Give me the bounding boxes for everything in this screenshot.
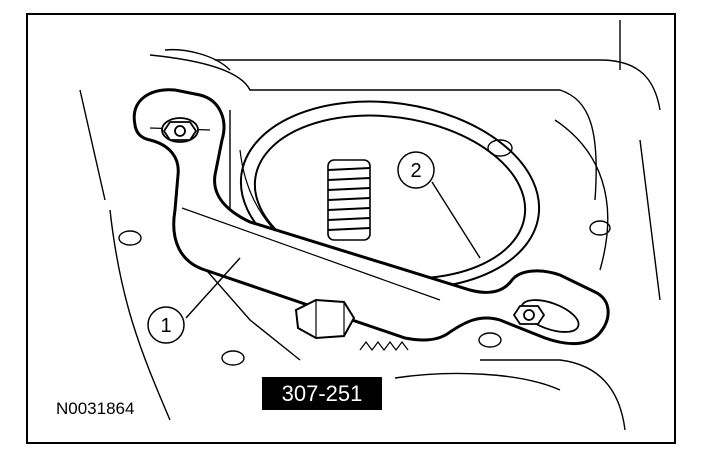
gear-teeth — [359, 341, 409, 351]
callout-1-number: 1 — [160, 315, 171, 337]
special-tool-number-badge: 307-251 — [262, 377, 382, 410]
figure-frame — [26, 13, 676, 444]
housing-holes — [118, 139, 611, 366]
hex-nut — [294, 298, 356, 340]
bracket-part — [132, 88, 610, 346]
callout-2-number: 2 — [410, 160, 421, 182]
figure-id-label: N0031864 — [56, 399, 135, 418]
callout-1: 1 — [147, 257, 241, 344]
bracket-bolts — [161, 117, 580, 333]
callout-2: 2 — [397, 151, 481, 259]
